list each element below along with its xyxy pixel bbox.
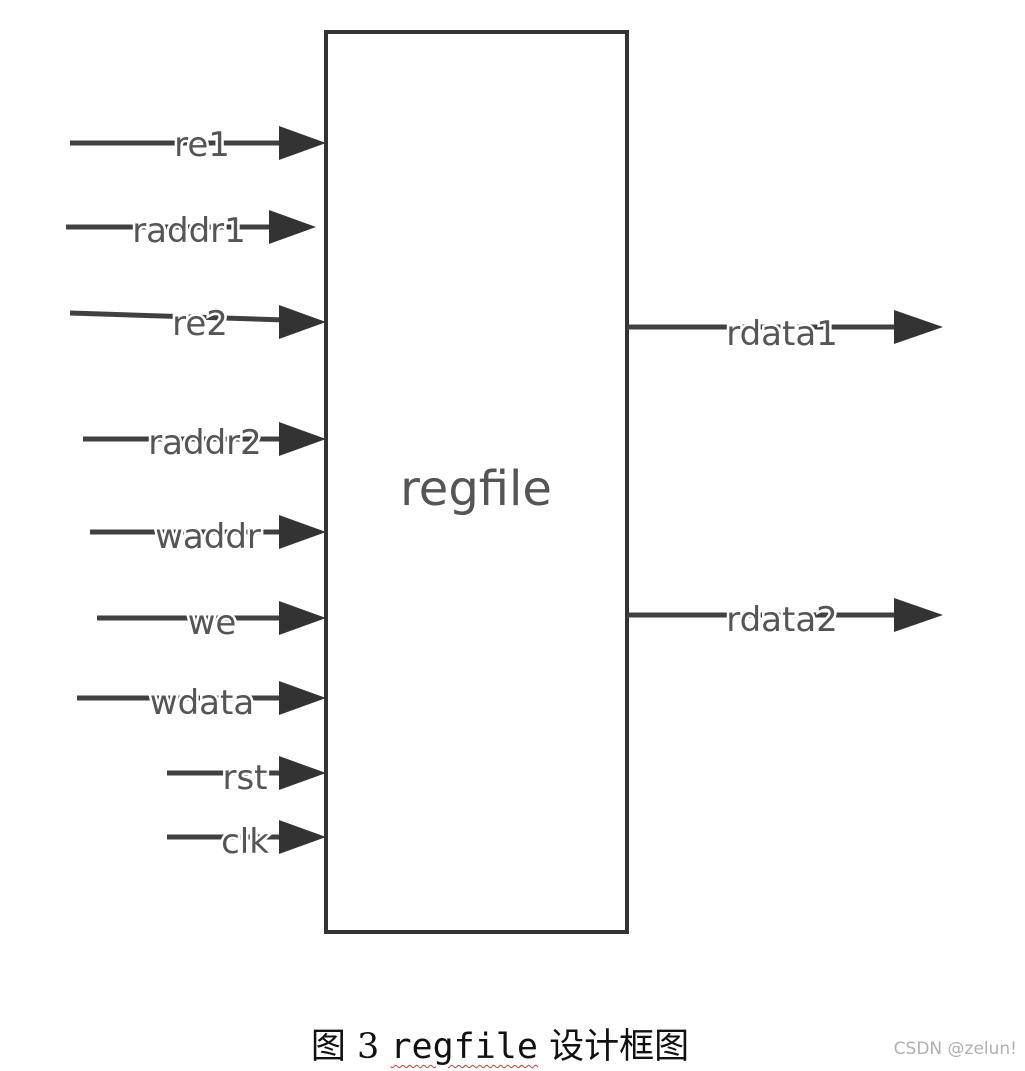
arrow-rdata2 [894,598,943,632]
label-re2: re2 [172,304,228,344]
arrow-waddr [279,515,326,549]
caption-suffix: 设计框图 [537,1027,690,1067]
label-rst: rst [222,758,267,798]
label-clk: clk [221,822,269,862]
wire-re2 [69,310,286,323]
arrow-raddr2 [279,422,326,456]
label-we: we [188,603,237,643]
label-raddr2: raddr2 [148,423,262,463]
label-rdata2: rdata2 [726,600,838,640]
caption-prefix: 图 3 [310,1027,391,1067]
input-rst: rst [167,756,326,801]
input-raddr1: raddr1 [66,209,316,254]
input-clk: clk [167,820,326,865]
arrow-wdata [279,681,326,715]
arrow-re1 [279,126,326,160]
arrow-rdata1 [894,310,943,344]
arrow-rst [279,756,326,790]
label-wdata: wdata [150,683,254,723]
watermark: CSDN @zelun! [893,1039,1017,1059]
arrow-we [279,601,326,635]
label-waddr: waddr [155,517,261,557]
arrow-raddr1 [269,210,316,244]
arrow-re2 [279,305,326,339]
input-re1: re1 [70,123,326,168]
caption-code: regfile [390,1027,538,1067]
input-we: we [97,601,326,646]
input-re2: re2 [69,302,326,347]
label-raddr1: raddr1 [132,211,246,251]
block-title: regfile [400,461,552,517]
input-wdata: wdata [77,681,326,726]
figure-caption: 图 3 regfile 设计框图 [0,1018,1000,1069]
input-waddr: waddr [90,515,326,560]
label-re1: re1 [174,125,230,165]
input-raddr2: raddr2 [83,421,326,466]
arrow-clk [279,820,326,854]
output-rdata1: rdata1 [627,310,943,357]
label-rdata1: rdata1 [726,314,838,354]
regfile-block [324,30,629,934]
output-rdata2: rdata2 [627,598,943,643]
